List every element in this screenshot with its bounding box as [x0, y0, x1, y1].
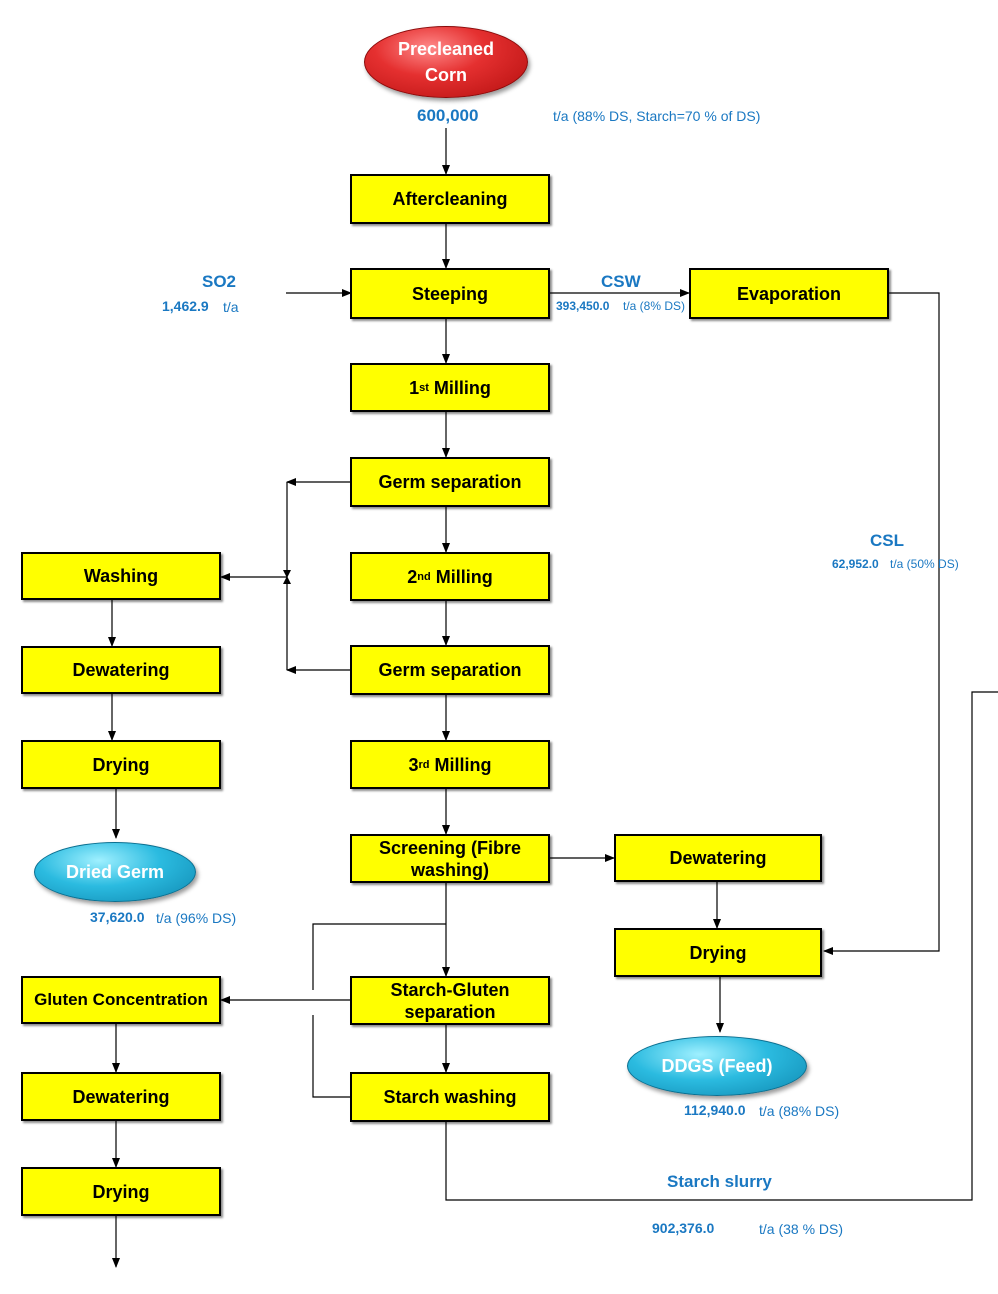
line-evaporation-csl-to-drying: [823, 292, 940, 955]
node-steeping: Steeping: [350, 268, 550, 319]
corn-quantity: 600,000: [417, 106, 479, 125]
csw-label: CSW: [601, 272, 641, 291]
node-gluten-dewatering: Dewatering: [21, 1072, 221, 1121]
milling-1-label: Milling: [433, 377, 491, 398]
line-starch-slurry: [445, 691, 998, 1201]
node-starch-gluten-separation: Starch-Gluten separation: [350, 976, 550, 1025]
node-dried-germ: Dried Germ: [34, 842, 196, 902]
line-recycle-lower: [312, 1015, 350, 1098]
ddgs-quantity: 112,940.0: [684, 1102, 746, 1118]
milling-3-label: Milling: [434, 754, 492, 775]
slurry-unit: t/a (38 % DS): [759, 1221, 844, 1237]
csl-label: CSL: [870, 531, 904, 550]
so2-label: SO2: [202, 272, 237, 291]
node-germ-separation-2: Germ separation: [350, 645, 550, 695]
so2-unit: t/a: [223, 299, 239, 315]
arrowhead-branch-bottom: [283, 576, 291, 584]
node-aftercleaning: Aftercleaning: [350, 174, 550, 224]
csl-quantity: 62,952.0: [832, 557, 879, 571]
slurry-quantity: 902,376.0: [652, 1220, 715, 1236]
line-recycle-upper: [312, 923, 446, 990]
milling-2-label: Milling: [435, 566, 493, 587]
so2-quantity: 1,462.9: [162, 298, 209, 314]
node-germ-dewatering: Dewatering: [21, 646, 221, 694]
germ-quantity: 37,620.0: [90, 909, 145, 925]
corn-unit: t/a (88% DS, Starch=70 % of DS): [553, 108, 761, 124]
node-germ-drying: Drying: [21, 740, 221, 789]
node-gluten-concentration: Gluten Concentration: [21, 976, 221, 1024]
csl-unit: t/a (50% DS): [890, 557, 959, 571]
node-germ-washing: Washing: [21, 552, 221, 600]
node-screening: Screening (Fibre washing): [350, 834, 550, 883]
ddgs-unit: t/a (88% DS): [759, 1103, 840, 1119]
milling-1-ordinal: 1: [409, 377, 420, 398]
node-fibre-drying: Drying: [614, 928, 822, 977]
arrowhead-branch-top: [283, 570, 291, 578]
node-ddgs-feed: DDGS (Feed): [627, 1036, 807, 1096]
node-gluten-drying: Drying: [21, 1167, 221, 1216]
csw-quantity: 393,450.0: [556, 299, 610, 313]
node-starch-washing: Starch washing: [350, 1072, 550, 1122]
starch-slurry-label: Starch slurry: [667, 1172, 772, 1191]
germ-unit: t/a (96% DS): [156, 910, 237, 926]
node-germ-separation-1: Germ separation: [350, 457, 550, 507]
node-evaporation: Evaporation: [689, 268, 889, 319]
node-precleaned-corn: Precleaned Corn: [364, 26, 528, 98]
csw-unit: t/a (8% DS): [623, 299, 686, 313]
milling-2-ordinal: 2: [407, 566, 418, 587]
milling-3-ordinal: 3: [408, 754, 419, 775]
node-fibre-dewatering: Dewatering: [614, 834, 822, 882]
